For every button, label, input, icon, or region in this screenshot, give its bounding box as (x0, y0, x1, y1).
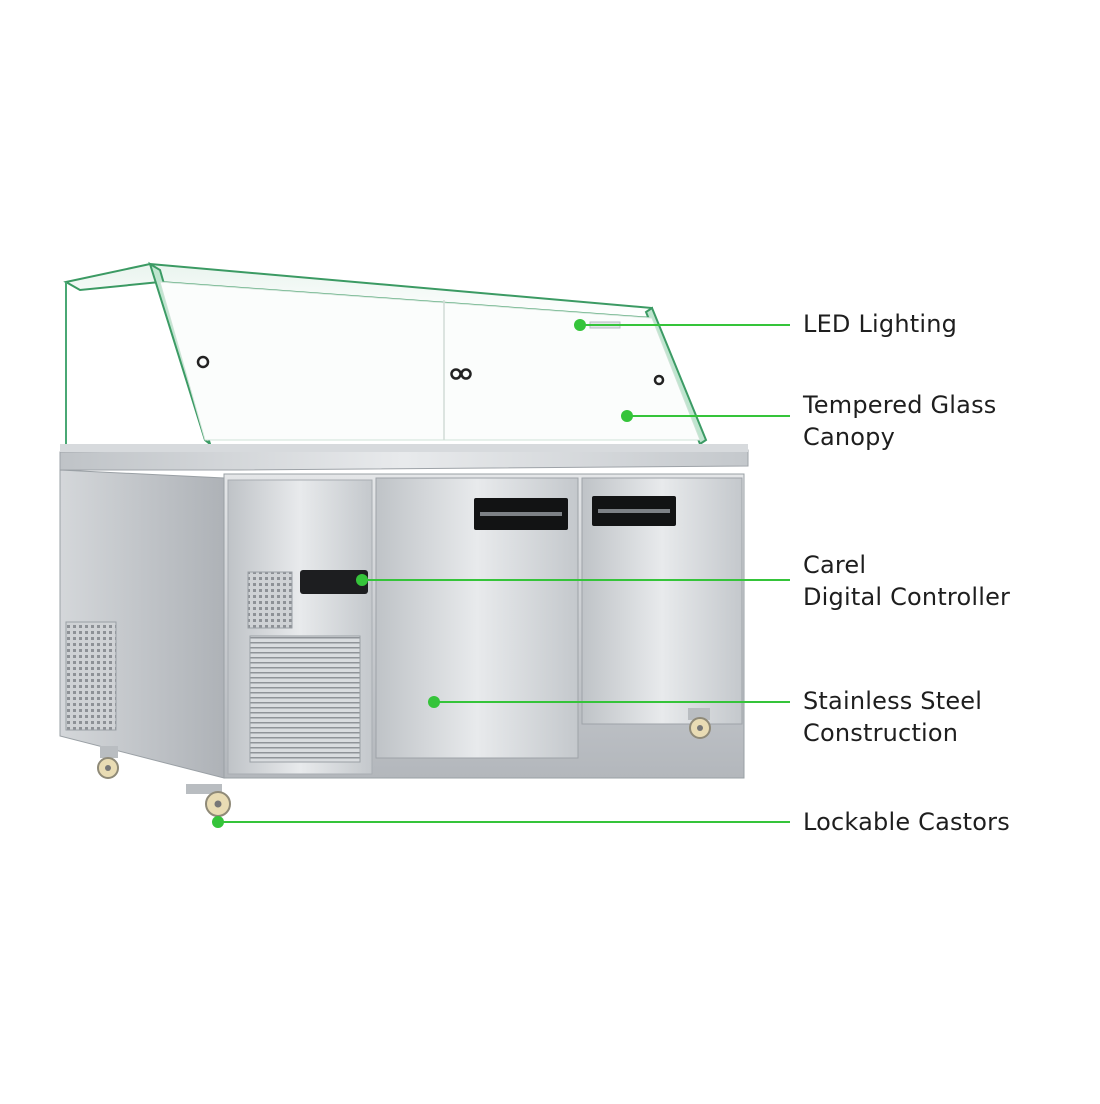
tempered-glass-canopy-marker-dot (621, 410, 633, 422)
stainless-steel-construction-label-line: Construction (803, 719, 959, 747)
lockable-castors-label-line: Lockable Castors (803, 808, 1010, 836)
glass-canopy (63, 261, 708, 447)
lockable-castors-label: Lockable Castors (803, 806, 1010, 838)
castor-wheel (688, 708, 711, 739)
side-panel (59, 469, 225, 779)
cabinet-body (223, 473, 745, 779)
stainless-steel-construction-marker-dot (428, 696, 440, 708)
carel-digital-controller-marker-dot (356, 574, 368, 586)
tempered-glass-canopy-label-line: Tempered Glass (803, 391, 997, 419)
led-lighting-label: LED Lighting (803, 308, 957, 340)
led-lighting-marker-dot (574, 319, 586, 331)
led-lighting-label-line: LED Lighting (803, 310, 958, 338)
countertop (59, 444, 749, 471)
castors (97, 708, 711, 817)
tempered-glass-canopy-label-line: Canopy (803, 423, 895, 451)
carel-digital-controller-label-line: Digital Controller (803, 583, 1011, 611)
castor-wheel (186, 784, 231, 817)
stainless-steel-construction-label-line: Stainless Steel (803, 687, 983, 715)
carel-digital-controller-label-line: Carel (803, 551, 867, 579)
castor-wheel (97, 746, 119, 779)
callout-leaders (212, 319, 790, 828)
lockable-castors-marker-dot (212, 816, 224, 828)
